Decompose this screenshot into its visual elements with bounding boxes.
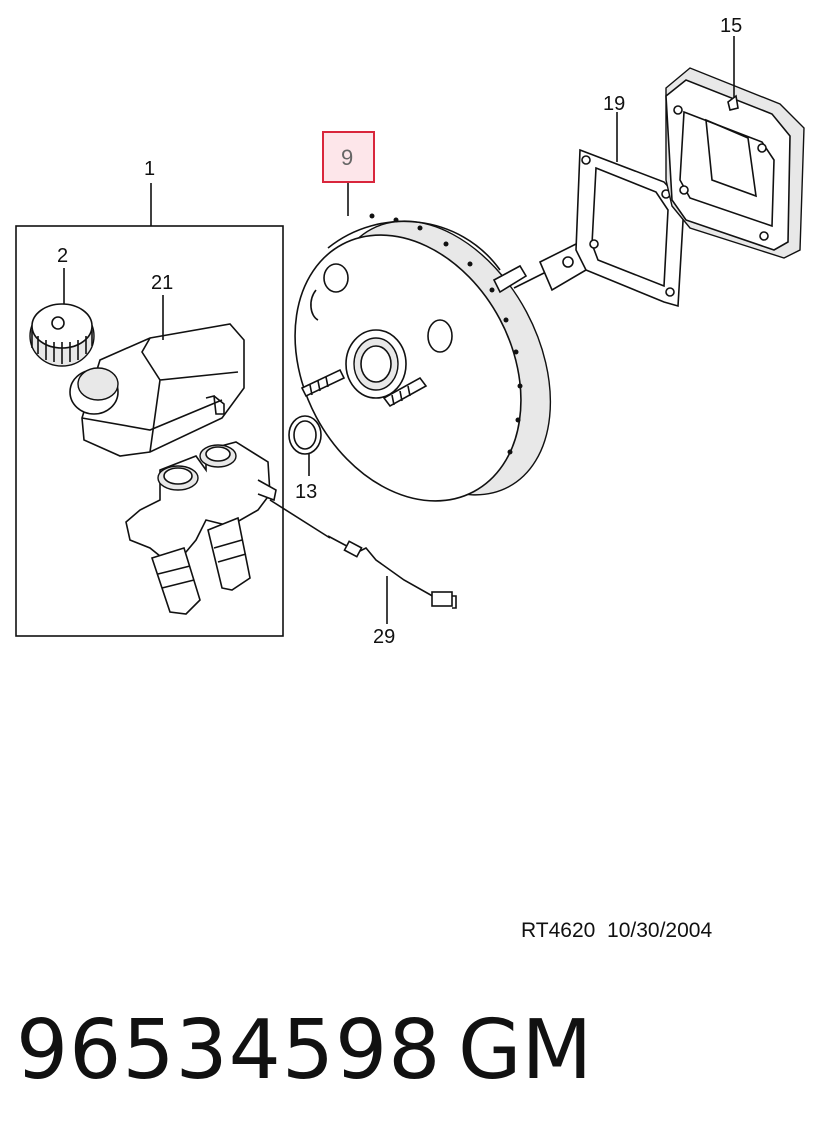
ref-date: 10/30/2004 bbox=[607, 919, 713, 942]
booster-rim-studs bbox=[369, 213, 523, 455]
master-cylinder[interactable] bbox=[125, 441, 277, 615]
part-number: 96534598 bbox=[16, 1003, 442, 1098]
callout-1[interactable]: 1 bbox=[144, 158, 155, 180]
callout-15[interactable]: 15 bbox=[720, 15, 742, 37]
reservoir-cap[interactable] bbox=[29, 303, 95, 367]
brake-booster-exploded-diagram: 1 2 21 29 bbox=[15, 15, 805, 648]
dash-seal-plate[interactable] bbox=[665, 67, 805, 259]
callout-13[interactable]: 13 bbox=[295, 481, 317, 503]
brake-booster[interactable] bbox=[250, 183, 595, 540]
pressure-sensor-wire[interactable] bbox=[269, 499, 457, 609]
callout-21[interactable]: 21 bbox=[151, 272, 173, 294]
callout-2[interactable]: 2 bbox=[57, 245, 68, 267]
callout-19[interactable]: 19 bbox=[603, 93, 625, 115]
diagram-reference: RT4620 10/30/2004 bbox=[521, 919, 712, 943]
fluid-reservoir[interactable] bbox=[69, 323, 245, 457]
callout-9-highlight[interactable]: 9 bbox=[322, 131, 375, 183]
o-ring-seal[interactable] bbox=[288, 415, 322, 455]
assembly-group-box bbox=[15, 225, 284, 637]
ref-code: RT4620 bbox=[521, 919, 596, 942]
callout-9: 9 bbox=[341, 145, 353, 170]
highlight-box bbox=[322, 131, 375, 183]
brand-label: GM bbox=[458, 1003, 593, 1098]
callout-29[interactable]: 29 bbox=[373, 626, 395, 648]
